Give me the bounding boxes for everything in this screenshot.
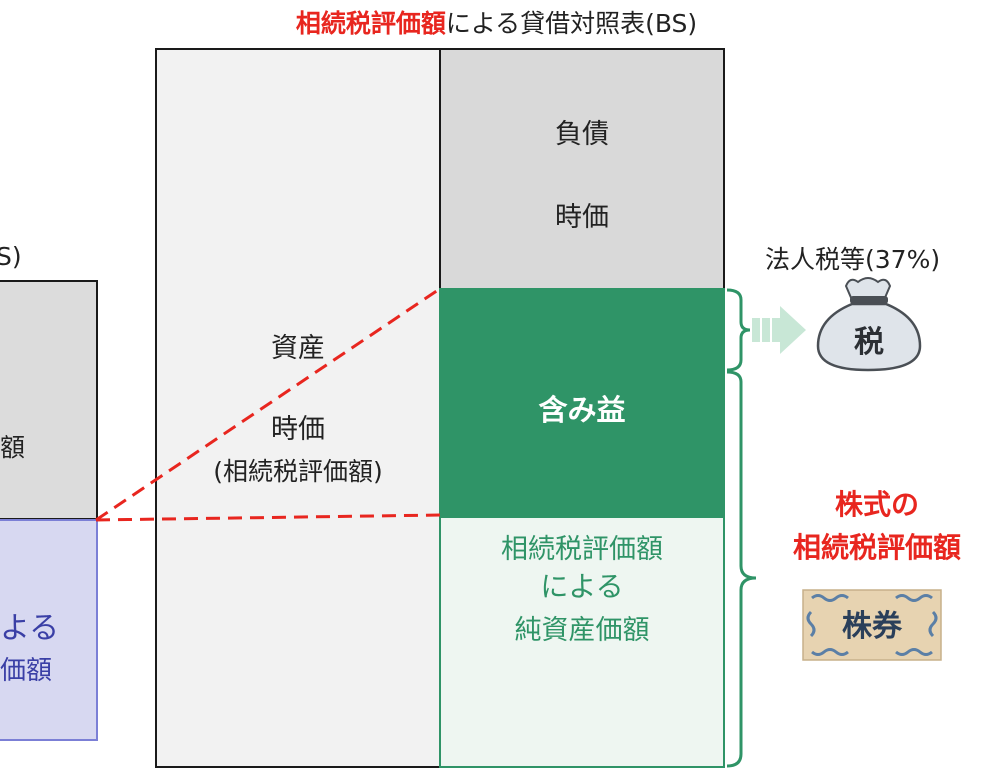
- money-bag-icon: 税: [816, 277, 922, 372]
- net-assets-line-3: 純資産価額: [514, 615, 650, 646]
- certificate-text: 株券: [842, 609, 903, 644]
- assets-value-label: 時価: [271, 414, 325, 445]
- stock-label-line-2: 相続税評価額: [792, 531, 961, 564]
- dashed-line-lower: [95, 513, 442, 522]
- net-assets-box: [439, 516, 725, 768]
- stock-value-brace: [726, 370, 757, 768]
- left-bs-net-assets-box: [0, 519, 98, 741]
- net-assets-line-1: 相続税評価額: [501, 534, 663, 565]
- left-bs-purple-text-1: よる: [0, 611, 60, 646]
- gain-brace: [726, 288, 751, 372]
- title-highlight: 相続税評価額: [295, 9, 446, 38]
- tax-bag-text: 税: [854, 325, 884, 360]
- left-bs-purple-text-2: 価額: [0, 656, 53, 686]
- title-rest: による貸借対照表(BS): [445, 9, 698, 38]
- stock-certificate-icon: 株券: [802, 589, 942, 661]
- assets-value-paren: (相続税評価額): [213, 457, 383, 486]
- tax-label: 法人税等(37%): [765, 245, 941, 274]
- liabilities-value-label: 時価: [555, 202, 609, 233]
- net-assets-line-2: による: [540, 570, 624, 603]
- unrealized-gain-box: [439, 288, 725, 518]
- liabilities-box: [439, 48, 725, 290]
- arrow-to-tax: [752, 306, 806, 354]
- stock-label-line-1: 株式の: [834, 488, 919, 521]
- left-bs-gray-text: 額: [0, 433, 26, 462]
- diagram-title: 相続税評価額による貸借対照表(BS): [0, 4, 993, 40]
- liabilities-label: 負債: [555, 119, 609, 150]
- dashed-line-upper: [95, 286, 442, 522]
- left-bs-title-fragment: S): [0, 242, 22, 271]
- assets-label: 資産: [271, 333, 325, 364]
- assets-box: [155, 48, 441, 768]
- unrealized-gain-label: 含み益: [538, 393, 626, 427]
- left-bs-liabilities-box: [0, 280, 98, 520]
